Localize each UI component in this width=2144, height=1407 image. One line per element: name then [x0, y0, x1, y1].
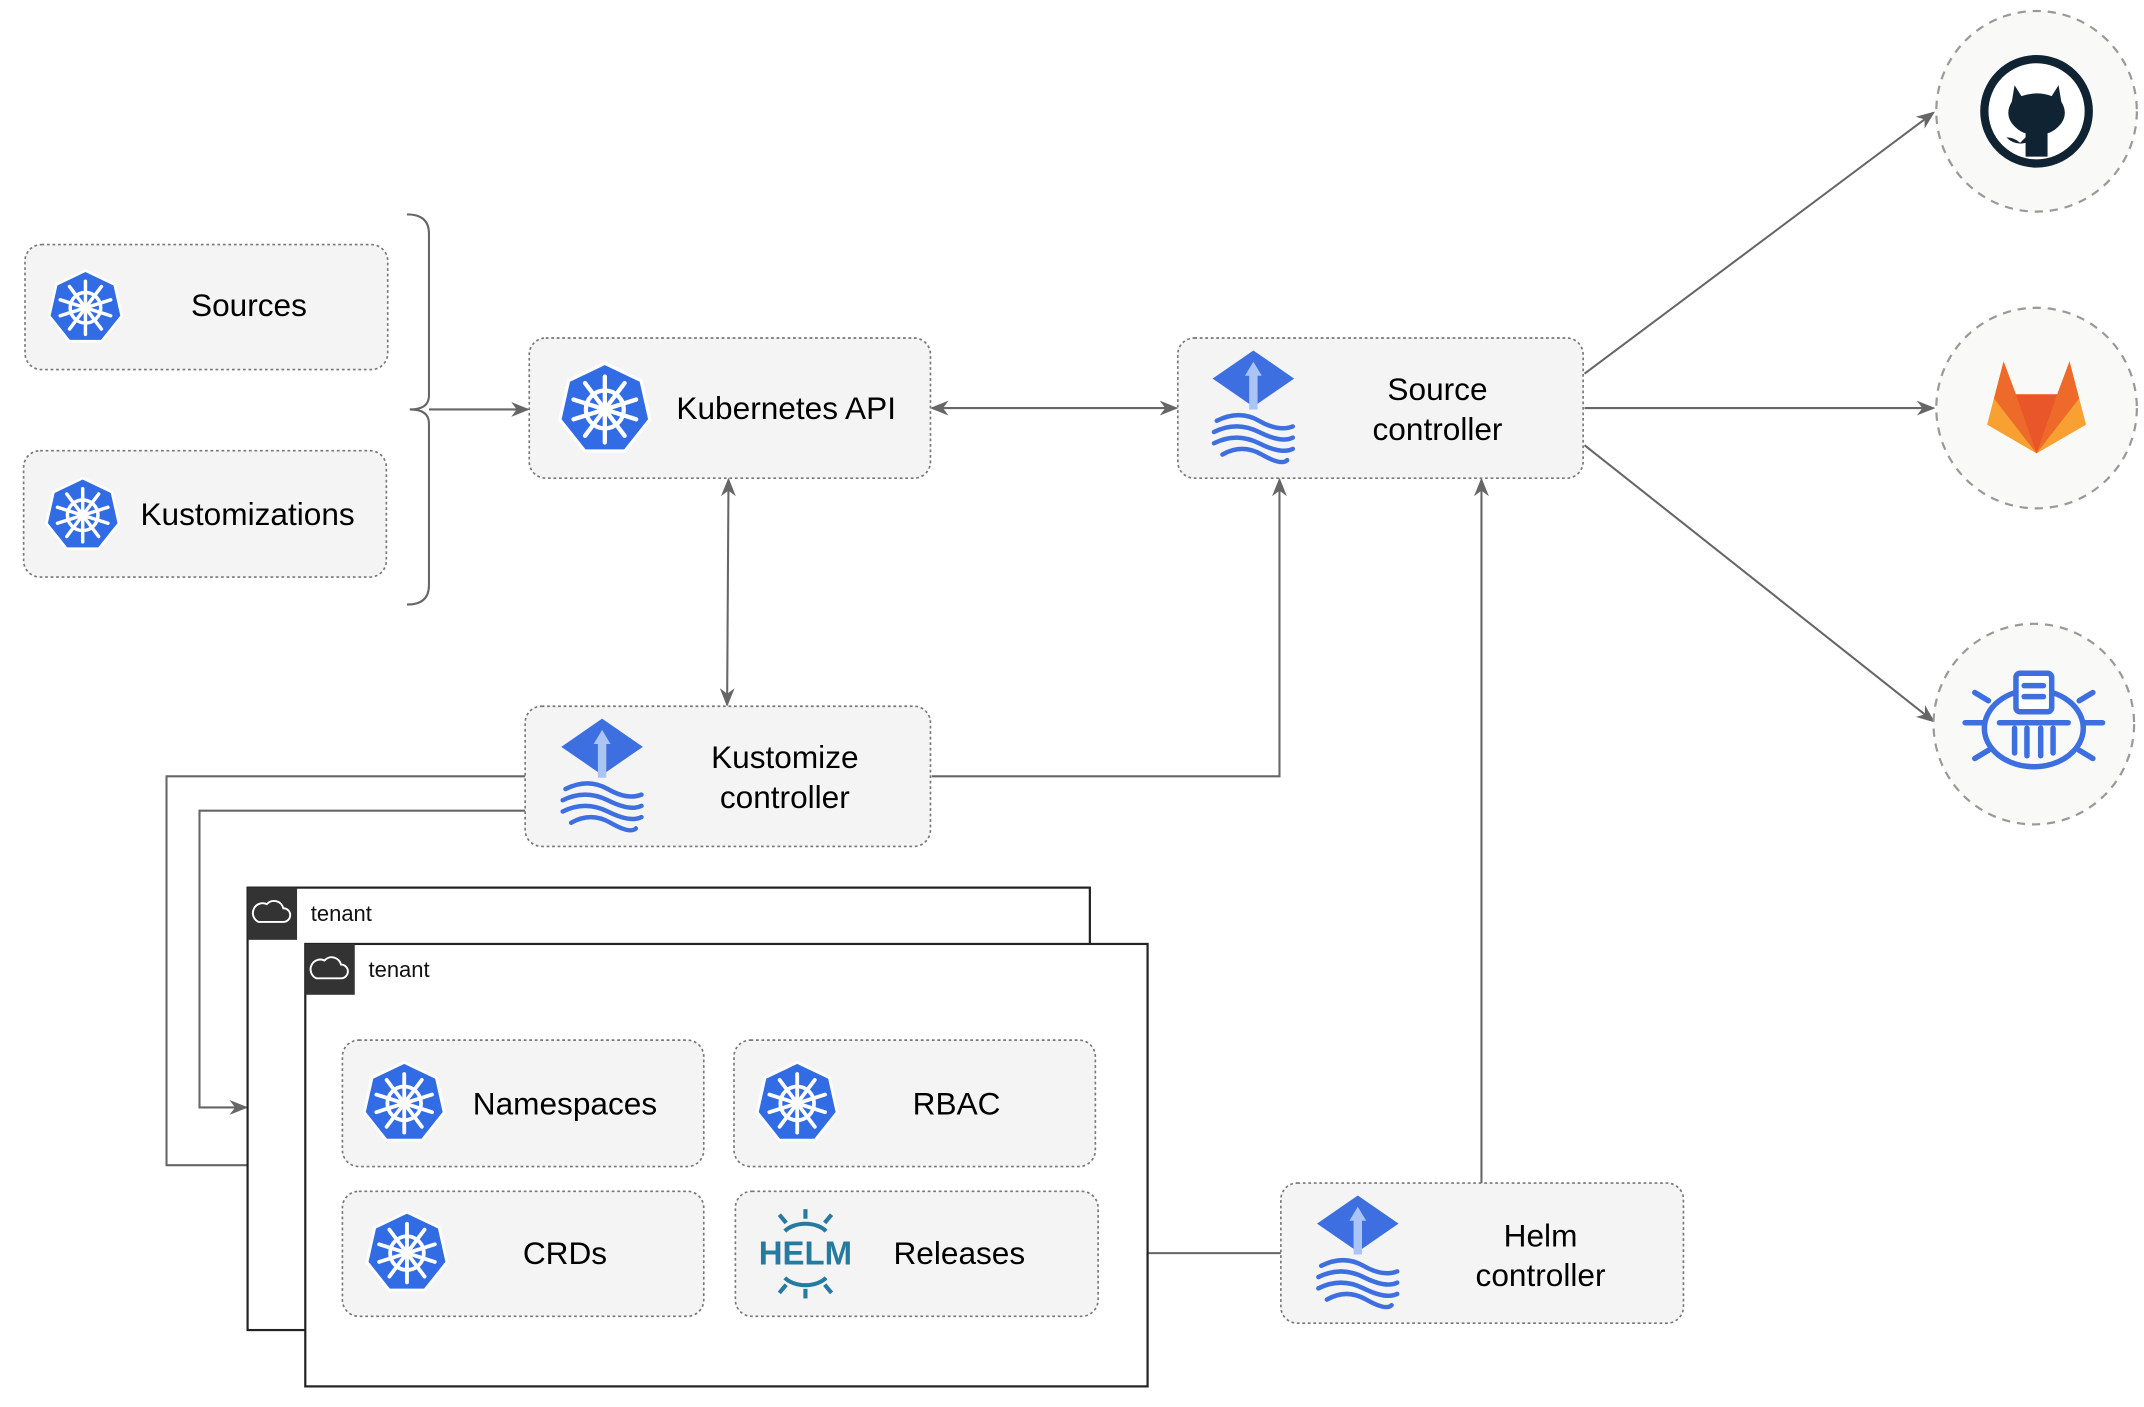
cloud-icon: [309, 956, 349, 980]
tenant-label: tenant: [311, 901, 372, 926]
kustomize-controller-node[interactable]: Kustomize controller: [524, 705, 932, 848]
edge-source-to-github: [1583, 111, 1935, 375]
kubernetes-api-label: Kubernetes API: [676, 390, 896, 426]
gitlab-node[interactable]: [1935, 306, 2138, 510]
kustomizations-node[interactable]: Kustomizations: [22, 449, 388, 578]
kustomize-controller-label-line1: Kustomize: [711, 739, 858, 775]
edge-kustomize-to-front-tenant: [165, 775, 526, 1173]
edges: [165, 111, 1936, 1261]
releases-label: Releases: [893, 1235, 1025, 1271]
namespaces-label: Namespaces: [473, 1085, 657, 1121]
edge-kustomize-to-source-controller: [931, 477, 1287, 778]
helm-controller-label-line1: Helm: [1504, 1217, 1578, 1253]
helm-logo-text: HELM: [759, 1235, 852, 1272]
releases-node[interactable]: HELM Releases: [734, 1190, 1099, 1318]
source-controller-label-line1: Source: [1387, 371, 1487, 407]
helm-icon: HELM: [759, 1209, 852, 1299]
bucket-node[interactable]: [1932, 622, 2136, 826]
gitlab-icon: [1987, 361, 2087, 454]
rbac-node[interactable]: RBAC: [733, 1039, 1097, 1168]
source-controller-label-line2: controller: [1373, 411, 1503, 447]
github-icon: [1980, 54, 2093, 168]
bucket-icon: [1962, 670, 2106, 770]
cloud-icon: [251, 900, 292, 923]
kustomize-controller-label-line2: controller: [720, 779, 850, 815]
sources-label: Sources: [191, 287, 307, 323]
edge-source-to-bucket: [1583, 444, 1935, 723]
tenant-header-block: [305, 943, 355, 995]
kustomizations-label: Kustomizations: [140, 496, 354, 532]
source-controller-node[interactable]: Source controller: [1176, 337, 1584, 479]
rbac-label: RBAC: [913, 1085, 1001, 1121]
tenant-header-block: [247, 887, 298, 940]
helm-controller-node[interactable]: Helm controller: [1280, 1182, 1685, 1325]
crds-label: CRDs: [523, 1235, 607, 1271]
kubernetes-api-node[interactable]: Kubernetes API: [528, 337, 932, 479]
brace: [406, 213, 430, 606]
github-node[interactable]: [1935, 9, 2138, 213]
helm-controller-label-line2: controller: [1476, 1257, 1606, 1293]
edge-kustomize-to-back-tenant: [198, 809, 526, 1115]
edge-kubernetes-api-kustomize-controller: [719, 477, 736, 707]
crds-node[interactable]: CRDs: [341, 1190, 705, 1318]
namespaces-node[interactable]: Namespaces: [341, 1039, 705, 1168]
sources-node[interactable]: Sources: [24, 243, 389, 371]
tenant-label: tenant: [369, 957, 430, 982]
